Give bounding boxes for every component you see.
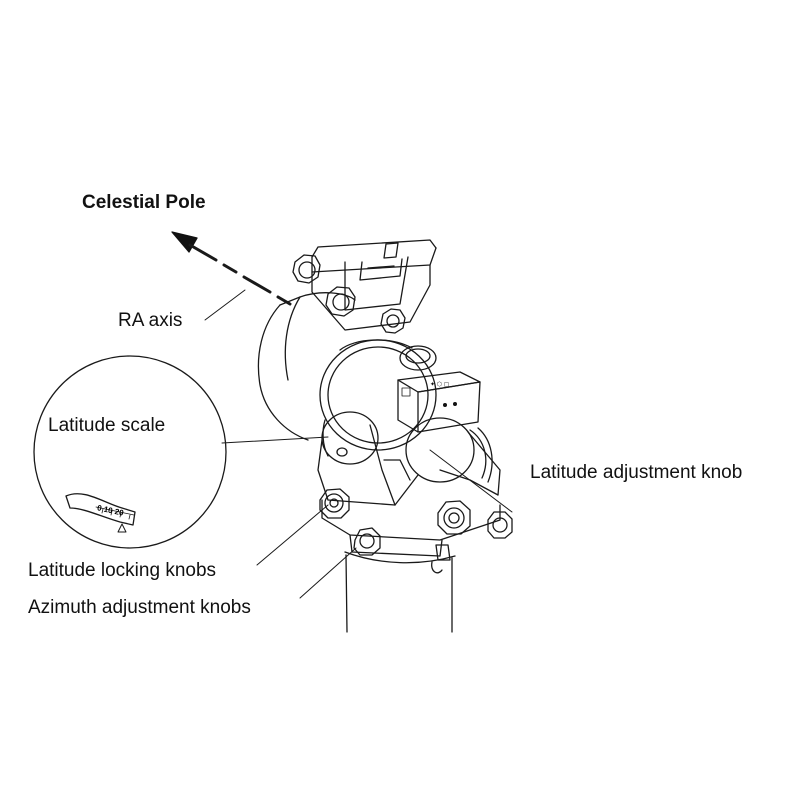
dovetail-saddle [311, 239, 437, 331]
fork-structure [317, 424, 501, 506]
azimuth-adjustment-knob-left [353, 527, 381, 556]
saddle-knob-middle [325, 286, 356, 317]
label-latitude-scale: Latitude scale [48, 415, 166, 436]
scale-mark-20: 20 [113, 507, 125, 518]
saddle-knob-right [380, 308, 406, 334]
label-azimuth-adjustment-knobs: Azimuth adjustment knobs [28, 597, 251, 618]
leader-lines [204, 289, 513, 599]
label-latitude-adjustment-knob: Latitude adjustment knob [530, 462, 743, 483]
label-celestial-pole: Celestial Pole [82, 192, 206, 213]
label-ra-axis: RA axis [118, 310, 183, 331]
latitude-adjustment-disc [405, 417, 493, 483]
latitude-locking-knob-right [437, 500, 471, 535]
svg-text:✦ ⬡ ▢: ✦ ⬡ ▢ [430, 381, 450, 388]
latitude-scale-inset [33, 355, 227, 549]
scale-mark-10: 10 [102, 504, 114, 516]
azimuth-lock-lever [431, 544, 451, 574]
celestial-pole-arrow [171, 231, 292, 306]
front-knob-right [487, 511, 513, 539]
control-box: ✦ ⬡ ▢ [397, 371, 481, 433]
ra-housing [257, 292, 356, 441]
saddle-knob-left [292, 254, 321, 284]
label-latitude-locking-knobs: Latitude locking knobs [28, 560, 217, 581]
polar-cover-knob [399, 345, 437, 371]
pier-post [345, 554, 453, 633]
scale-mark-0: 0 [96, 503, 103, 514]
latitude-locking-knob-left [319, 488, 350, 519]
latitude-disc-left [321, 411, 379, 465]
